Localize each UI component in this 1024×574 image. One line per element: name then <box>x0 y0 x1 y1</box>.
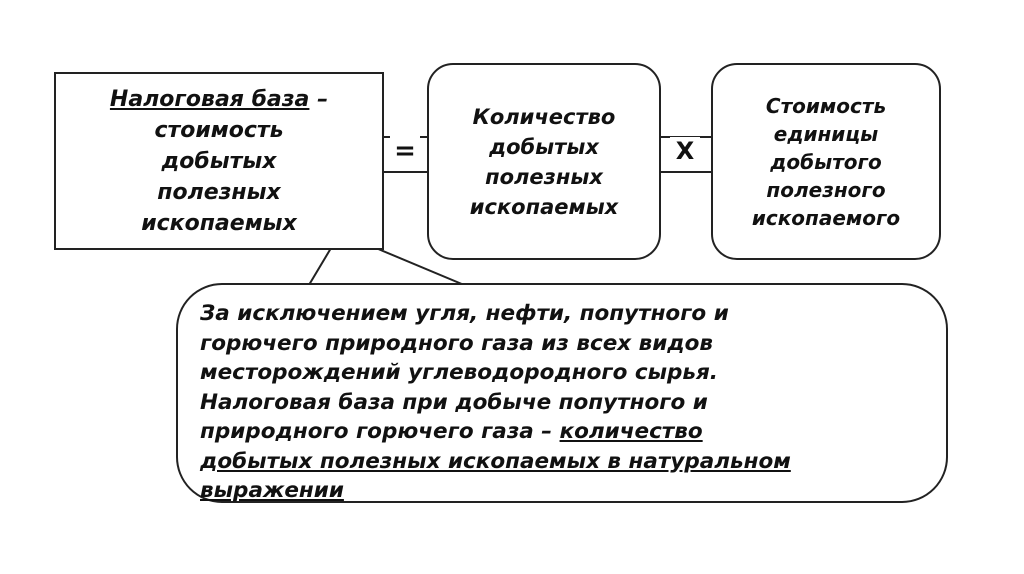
multiply-sign: Х <box>670 137 700 165</box>
tax-base-box: Налоговая база – стоимость добытых полез… <box>54 72 384 250</box>
unit-cost-line-5: ископаемого <box>751 205 901 230</box>
quantity-text: Количество добытых полезных ископаемых <box>470 102 618 222</box>
tax-base-term: Налоговая база <box>109 86 310 112</box>
quantity-line-3: полезных <box>485 164 603 189</box>
quantity-line-4: ископаемых <box>469 194 619 219</box>
tax-base-text: Налоговая база – стоимость добытых полез… <box>110 84 328 239</box>
unit-cost-line-3: добытого <box>770 149 882 174</box>
tax-base-line-2: стоимость <box>154 117 284 143</box>
callout-line-4: Налоговая база при добыче попутного и <box>200 389 708 415</box>
callout-line-1: За исключением угля, нефти, попутного и <box>200 301 729 326</box>
tax-base-line-4: полезных <box>157 179 281 205</box>
tax-base-line-1: Налоговая база – <box>109 86 329 112</box>
exception-callout: За исключением угля, нефти, попутного и … <box>176 283 948 503</box>
tax-base-line-5: ископаемых <box>141 210 297 236</box>
callout-line-5-underlined: количество <box>559 419 703 444</box>
callout-line-6: добытых полезных ископаемых в натурально… <box>200 448 791 474</box>
callout-line-2: горючего природного газа из всех видов <box>200 330 714 356</box>
callout-line-3: месторождений углеводородного сырья. <box>200 360 718 385</box>
callout-line-5: природного горючего газа – количество <box>200 417 926 447</box>
quantity-box: Количество добытых полезных ископаемых <box>427 63 661 260</box>
unit-cost-text: Стоимость единицы добытого полезного иск… <box>752 92 900 232</box>
unit-cost-line-2: единицы <box>773 121 879 146</box>
unit-cost-box: Стоимость единицы добытого полезного иск… <box>711 63 941 260</box>
unit-cost-line-4: полезного <box>766 177 886 202</box>
tax-base-line-3: добытых <box>161 148 277 174</box>
callout-line-7: выражении <box>200 478 344 503</box>
quantity-line-1: Количество <box>472 104 616 129</box>
equals-sign: = <box>390 136 420 166</box>
unit-cost-line-1: Стоимость <box>765 93 887 118</box>
quantity-line-2: добытых <box>489 134 599 159</box>
callout-line-5-plain: природного горючего газа – <box>200 419 560 444</box>
